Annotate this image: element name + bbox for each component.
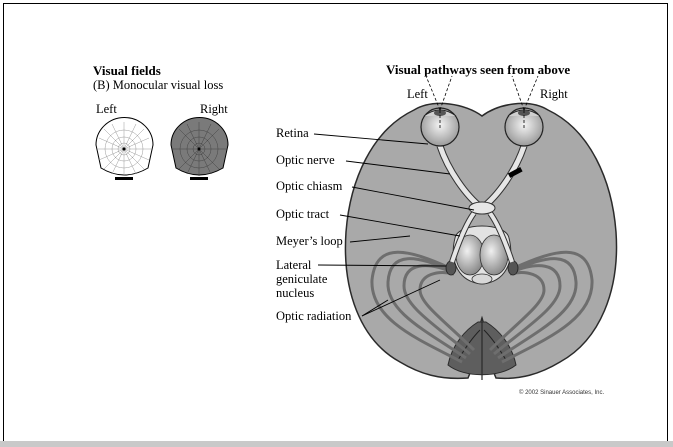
right-visual-field xyxy=(171,117,228,180)
right-lgn xyxy=(508,261,518,275)
left-lgn xyxy=(446,261,456,275)
left-visual-field xyxy=(96,118,153,180)
optic-chiasm xyxy=(469,202,495,214)
